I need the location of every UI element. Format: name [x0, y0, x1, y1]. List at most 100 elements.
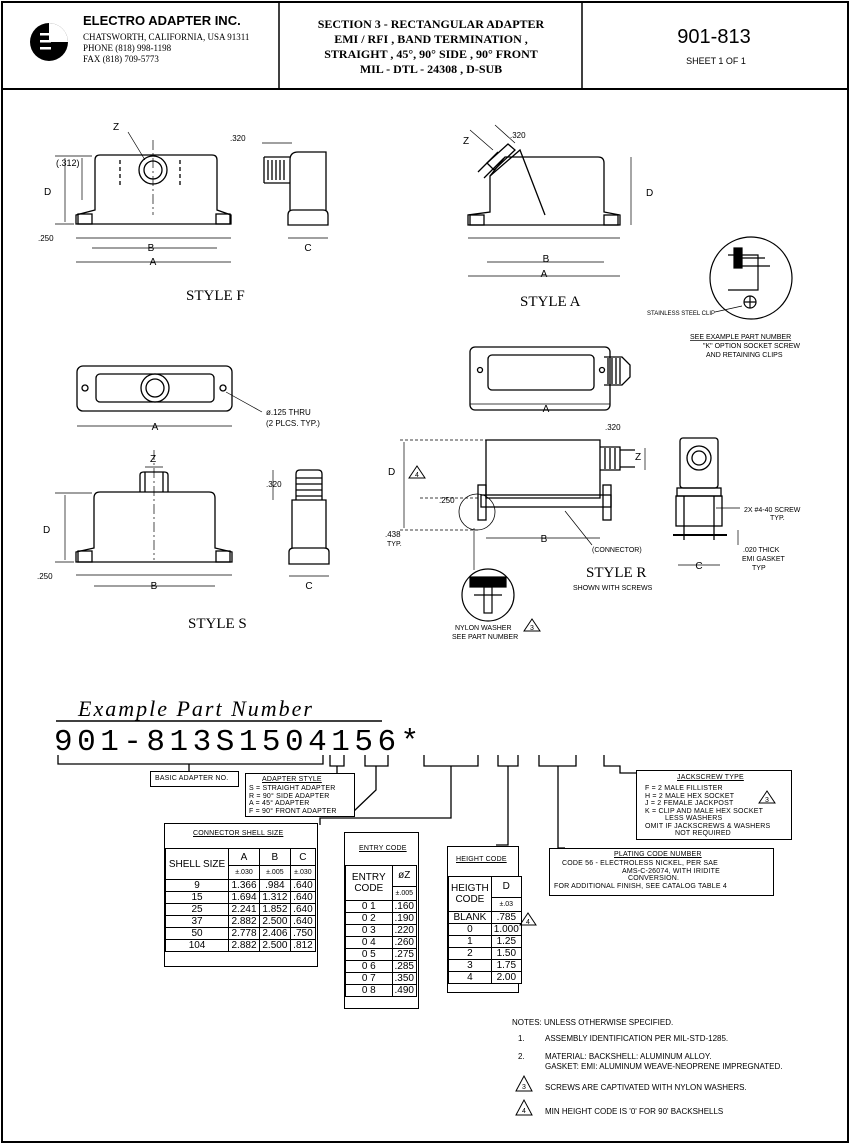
- svg-text:3: 3: [522, 1084, 526, 1091]
- example-part-number: 901-813S1504156*: [54, 725, 424, 760]
- svg-text:.320: .320: [266, 480, 282, 489]
- jackscrew-box: JACKSCREW TYPE F = 2 MALE FILLISTER H = …: [636, 770, 792, 840]
- shell-table-row-cell: 37: [164, 915, 230, 928]
- shell-table-row-cell: .812: [289, 939, 317, 952]
- svg-text:2.: 2.: [518, 1052, 525, 1061]
- height-table-row-cell: BLANK: [448, 911, 492, 924]
- style-r-label: STYLE R: [586, 565, 646, 581]
- entry-table-row-cell: .220: [391, 924, 418, 937]
- svg-text:Z: Z: [113, 122, 119, 133]
- note-3-flag-jackscrew: 3: [758, 790, 776, 804]
- company-name: ELECTRO ADAPTER INC.: [83, 13, 241, 28]
- note-3: SCREWS ARE CAPTIVATED WITH NYLON WASHERS…: [545, 1083, 747, 1092]
- svg-text:.438: .438: [385, 530, 401, 539]
- svg-text:.320: .320: [510, 131, 526, 140]
- height-table-row-cell: 1.000: [490, 923, 522, 936]
- shell-table-row-cell: .984: [258, 879, 291, 892]
- height-table-row-cell: 3: [448, 959, 492, 972]
- entry-table-row: 0 3.220: [345, 924, 418, 937]
- part-number: 901-813: [677, 26, 750, 48]
- entry-table-row-cell: 0 5: [345, 948, 393, 961]
- svg-text:C: C: [305, 581, 312, 592]
- svg-text:STAINLESS STEEL CLIP: STAINLESS STEEL CLIP: [647, 311, 715, 317]
- plan-view-flange: [76, 365, 263, 427]
- style-r-note: SHOWN WITH SCREWS: [573, 585, 653, 592]
- style-s-side-view: [272, 469, 330, 577]
- svg-text:D: D: [646, 188, 653, 199]
- shell-table-row-cell: .750: [289, 927, 317, 940]
- svg-text:B: B: [543, 254, 550, 265]
- entry-table-row-cell: .275: [391, 948, 418, 961]
- svg-text:B: B: [148, 243, 155, 254]
- entry-table-row-cell: 0 6: [345, 960, 393, 973]
- entry-table-row: 0 6.285: [345, 960, 418, 973]
- section-line-3: STRAIGHT , 45°, 90° SIDE , 90° FRONT: [324, 47, 538, 61]
- svg-text:A: A: [541, 269, 548, 280]
- height-table-row-cell: 1: [448, 935, 492, 948]
- entry-table-row: 0 1.160: [345, 900, 418, 913]
- shell-table-row-cell: 15: [164, 891, 230, 904]
- note-2b: GASKET: EMI: ALUMINUM WEAVE-NEOPRENE IMP…: [545, 1062, 783, 1071]
- callout-brackets: [57, 755, 640, 849]
- height-table-row-cell: 1.25: [490, 935, 522, 948]
- plating-box: PLATING CODE NUMBER CODE 56 - ELECTROLES…: [549, 848, 774, 896]
- svg-text:Z: Z: [150, 454, 156, 465]
- company-logo: [30, 23, 68, 61]
- svg-text:EMI GASKET: EMI GASKET: [742, 556, 786, 563]
- svg-text:.320: .320: [605, 423, 621, 432]
- entry-table-row-cell: 0 1: [345, 900, 393, 913]
- svg-text:2X #4-40 SCREW: 2X #4-40 SCREW: [744, 507, 801, 514]
- note-3-flag-washer: 3: [523, 618, 541, 632]
- section-line-4: MIL - DTL - 24308 , D-SUB: [360, 62, 502, 76]
- entry-table-row-cell: .350: [391, 972, 418, 985]
- shell-table-row-cell: 50: [164, 927, 230, 940]
- style-r-side-view: [400, 439, 646, 570]
- height-table-row: BLANK.785: [448, 911, 522, 924]
- note-2a: MATERIAL: BACKSHELL: ALUMINUM ALLOY.: [545, 1052, 711, 1061]
- svg-text:(CONNECTOR): (CONNECTOR): [592, 547, 642, 554]
- svg-text:D: D: [43, 525, 50, 536]
- entry-table-row-cell: 0 4: [345, 936, 393, 949]
- entry-table-row: 0 2.190: [345, 912, 418, 925]
- svg-text:C: C: [695, 561, 702, 572]
- style-s-front-view: [55, 450, 233, 587]
- entry-table-row: 0 8.490: [345, 984, 418, 997]
- svg-text:1.: 1.: [518, 1034, 525, 1043]
- note-4-flag-r: 4: [408, 465, 426, 479]
- svg-text:A: A: [152, 422, 159, 433]
- shell-table-row-cell: 25: [164, 903, 230, 916]
- svg-text:ø.125 THRU: ø.125 THRU: [266, 408, 311, 417]
- entry-table-row-cell: 0 3: [345, 924, 393, 937]
- entry-table-row-cell: 0 8: [345, 984, 393, 997]
- svg-text:.250: .250: [38, 234, 54, 243]
- svg-text:D: D: [44, 187, 51, 198]
- entry-table-row-cell: .490: [391, 984, 418, 997]
- entry-table-row-cell: 0 2: [345, 912, 393, 925]
- entry-table-row-cell: 0 7: [345, 972, 393, 985]
- see-example-title: SEE EXAMPLE PART NUMBER: [690, 334, 791, 341]
- company-phone: PHONE (818) 998-1198: [83, 43, 172, 53]
- note-4: MIN HEIGHT CODE IS '0' FOR 90' BACKSHELL…: [545, 1107, 723, 1116]
- shell-table-row-cell: 2.241: [228, 903, 260, 916]
- svg-text:C: C: [304, 243, 311, 254]
- height-table-row-cell: 1.75: [490, 959, 522, 972]
- shell-table-row-cell: 1.366: [228, 879, 260, 892]
- svg-text:3: 3: [530, 625, 534, 632]
- shell-table-row-cell: 2.406: [258, 927, 291, 940]
- svg-text:(2 PLCS. TYP.): (2 PLCS. TYP.): [266, 419, 320, 428]
- note-4-flag-height: 4: [519, 912, 537, 926]
